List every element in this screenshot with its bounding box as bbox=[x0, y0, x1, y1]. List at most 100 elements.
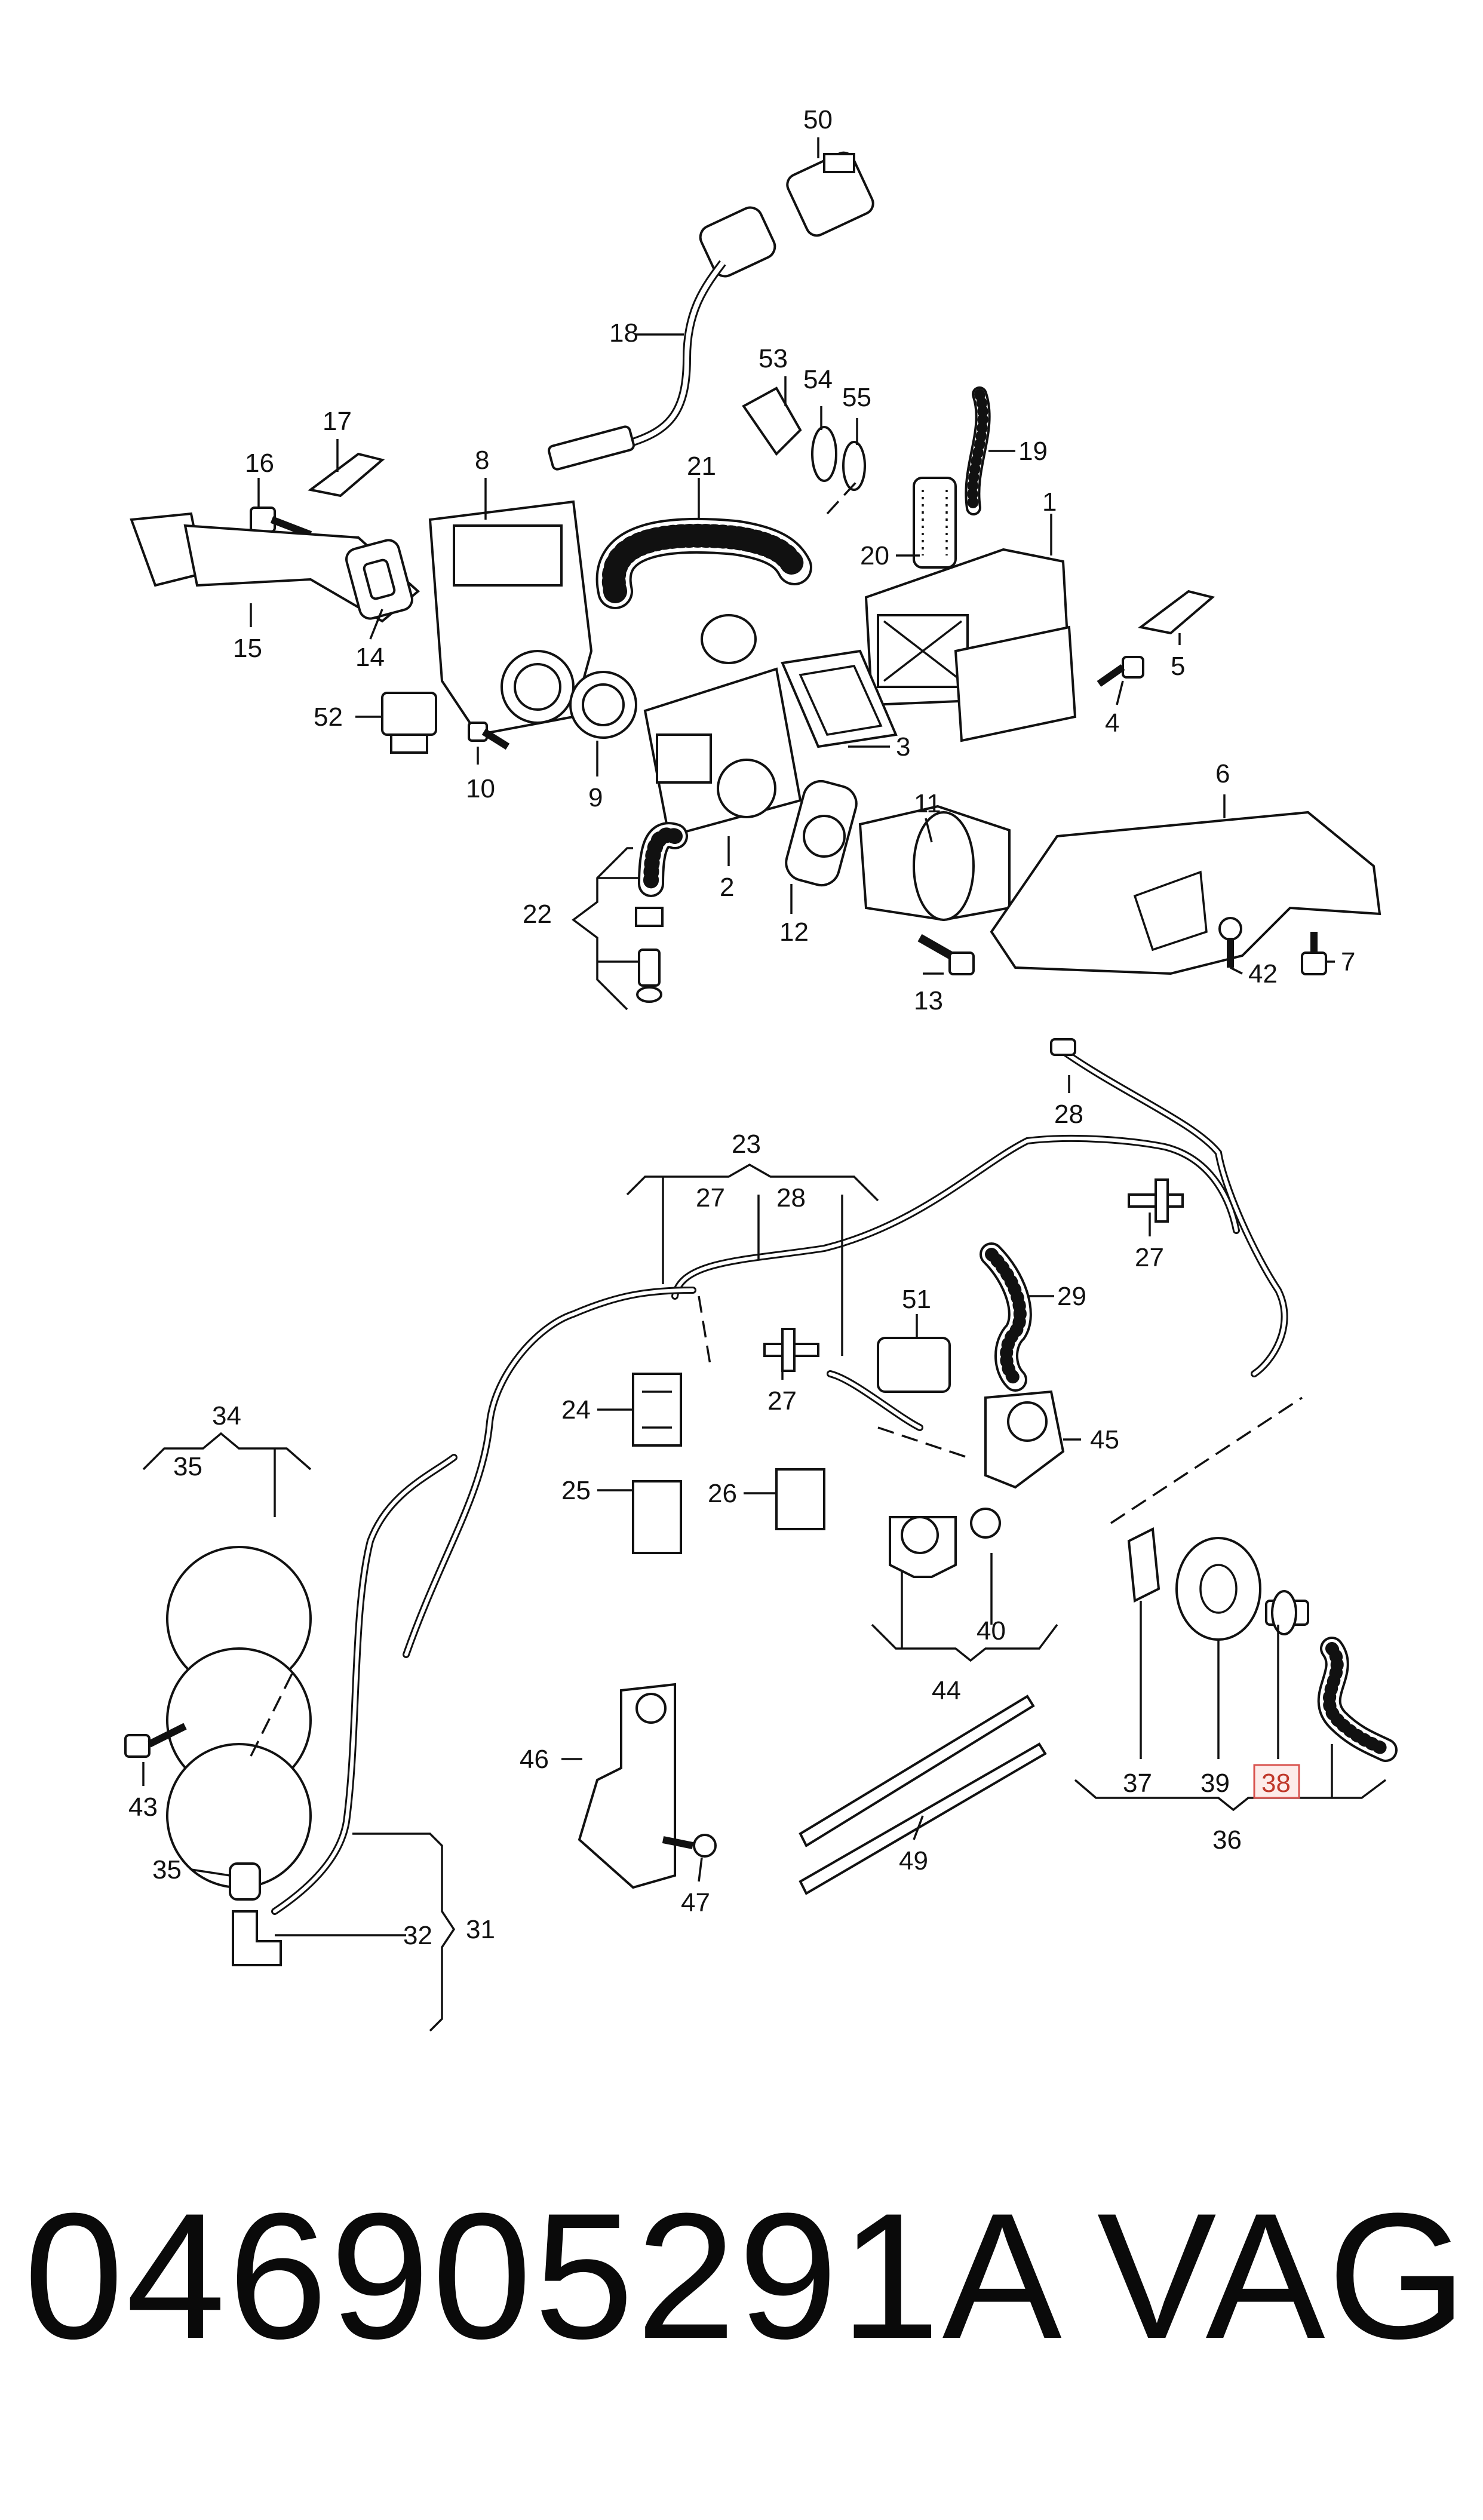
callout-15: 15 bbox=[233, 634, 262, 663]
part-4-bolt bbox=[1097, 656, 1144, 687]
callout-18: 18 bbox=[609, 318, 638, 348]
part-29-hose bbox=[980, 1242, 1032, 1392]
callout-10: 10 bbox=[466, 774, 495, 803]
callout-38-highlight-box bbox=[1253, 1764, 1300, 1799]
part-27-tee bbox=[1128, 1178, 1184, 1223]
part-35-cap bbox=[229, 1862, 261, 1901]
brand-name: VAG bbox=[1097, 2175, 1469, 2376]
part-53-55-plug-rings bbox=[742, 386, 866, 491]
part-20-filter bbox=[913, 477, 957, 569]
part-37-clip bbox=[1127, 1527, 1160, 1603]
part-1-egr-cooler bbox=[864, 548, 1077, 742]
callout-36: 36 bbox=[1212, 1825, 1242, 1855]
part-caption: 046905291A VAG bbox=[24, 2162, 1469, 2389]
part-21-hose bbox=[595, 517, 812, 609]
part-10-bolt bbox=[468, 722, 510, 750]
callout-50: 50 bbox=[803, 105, 833, 134]
callout-4: 4 bbox=[1105, 708, 1119, 738]
callout-28: 28 bbox=[776, 1183, 806, 1213]
callout-39: 39 bbox=[1200, 1769, 1230, 1798]
callout-40: 40 bbox=[977, 1616, 1006, 1646]
callout-31: 31 bbox=[466, 1915, 495, 1944]
part-8-egr-valve bbox=[428, 500, 593, 736]
callout-27-b: 27 bbox=[1135, 1243, 1164, 1272]
part-3-gasket bbox=[781, 649, 898, 748]
callout-38: 38 bbox=[1261, 1769, 1291, 1798]
part-11-pipe bbox=[858, 805, 1011, 922]
callout-22: 22 bbox=[523, 900, 552, 929]
callout-55: 55 bbox=[842, 383, 871, 412]
callout-20: 20 bbox=[860, 541, 889, 570]
part-22-hose-fitting bbox=[635, 822, 688, 1003]
part-number: 046905291A bbox=[24, 2175, 1064, 2376]
diagram-canvas: 50 18 53 54 55 19 17 16 8 21 20 1 15 14 … bbox=[124, 105, 1398, 2032]
part-7-bolt bbox=[1301, 932, 1327, 975]
callout-32: 32 bbox=[403, 1921, 432, 1950]
callout-26: 26 bbox=[708, 1479, 737, 1508]
callout-21: 21 bbox=[687, 452, 716, 481]
part-12-gasket bbox=[785, 779, 858, 887]
callout-29: 29 bbox=[1057, 1282, 1086, 1311]
part-14-gasket bbox=[345, 539, 413, 620]
callout-42: 42 bbox=[1248, 959, 1278, 989]
callout-27-c: 27 bbox=[767, 1386, 797, 1416]
part-46-bracket bbox=[578, 1683, 676, 1889]
callout-3: 3 bbox=[896, 732, 910, 762]
callout-49: 49 bbox=[899, 1846, 928, 1876]
part-28-fitting bbox=[1050, 1038, 1076, 1056]
part-2-throttle-body bbox=[643, 614, 802, 838]
callout-12: 12 bbox=[779, 917, 809, 947]
callout-54: 54 bbox=[803, 365, 833, 394]
part-49-cable-ties bbox=[799, 1695, 1047, 1895]
part-50-connector bbox=[786, 151, 874, 237]
callout-28-b: 28 bbox=[1054, 1100, 1083, 1129]
part-43-bolt bbox=[124, 1723, 187, 1758]
part-39-filter bbox=[1175, 1537, 1261, 1641]
part-27-tee-2 bbox=[763, 1328, 819, 1372]
callout-25: 25 bbox=[561, 1476, 591, 1505]
part-36-hose bbox=[1317, 1637, 1398, 1762]
callout-53: 53 bbox=[759, 344, 788, 373]
part-18-sensor-cable bbox=[548, 206, 776, 471]
callout-19: 19 bbox=[1018, 437, 1048, 466]
callout-51: 51 bbox=[902, 1285, 931, 1314]
callout-labels: 50 18 53 54 55 19 17 16 8 21 20 1 15 14 … bbox=[128, 105, 1355, 1950]
part-25-clip bbox=[632, 1480, 682, 1554]
part-26-clip bbox=[775, 1468, 825, 1530]
callout-34: 34 bbox=[212, 1401, 241, 1431]
part-19-hose bbox=[965, 386, 991, 515]
part-24-clip bbox=[632, 1373, 682, 1447]
callout-37: 37 bbox=[1123, 1769, 1152, 1798]
callout-46: 46 bbox=[520, 1745, 549, 1774]
part-32-elbow bbox=[232, 1910, 282, 1966]
vacuum-pipe-network bbox=[271, 1048, 1288, 1915]
callout-52: 52 bbox=[314, 702, 343, 732]
callout-43: 43 bbox=[128, 1792, 158, 1822]
callout-1: 1 bbox=[1042, 487, 1057, 517]
callout-8: 8 bbox=[475, 446, 489, 475]
callout-17: 17 bbox=[323, 407, 352, 436]
callout-13: 13 bbox=[914, 986, 943, 1015]
part-47-screw bbox=[662, 1834, 717, 1858]
part-13-bolt bbox=[917, 934, 975, 975]
callout-14: 14 bbox=[355, 643, 385, 672]
leader-lines bbox=[142, 137, 1387, 2032]
callout-44: 44 bbox=[932, 1676, 961, 1705]
part-52-sensor bbox=[381, 692, 437, 754]
part-34-vacuum-reservoir bbox=[166, 1546, 312, 1889]
part-42-bolt bbox=[1218, 917, 1242, 968]
callout-16: 16 bbox=[245, 449, 274, 478]
callout-5: 5 bbox=[1171, 652, 1185, 681]
callout-6: 6 bbox=[1215, 759, 1230, 788]
callout-35: 35 bbox=[173, 1452, 202, 1481]
part-45-solenoid-valve bbox=[984, 1390, 1065, 1489]
callout-45: 45 bbox=[1090, 1425, 1119, 1454]
callout-11: 11 bbox=[914, 789, 941, 818]
part-17-wedge bbox=[308, 452, 385, 498]
callout-7: 7 bbox=[1341, 947, 1355, 977]
callout-47: 47 bbox=[681, 1888, 710, 1917]
part-44-bracket bbox=[889, 1508, 1001, 1578]
part-9-gasket bbox=[569, 671, 637, 739]
callout-2: 2 bbox=[720, 873, 734, 902]
